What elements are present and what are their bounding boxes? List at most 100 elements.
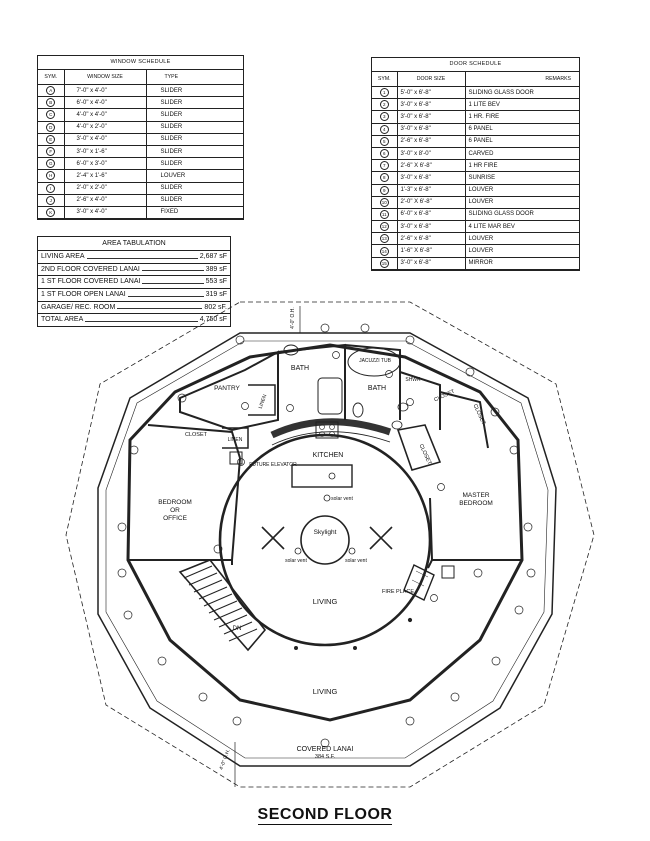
door-sym: 4 [379,124,389,134]
window-sym: E [46,134,56,144]
area-row: 2ND FLOOR COVERED LANAI 389 sF [38,264,230,277]
header-sym: SYM. [38,70,65,85]
label-covered-lanai-area: 384 S.F. [315,754,336,760]
door-sym: 5 [379,136,389,146]
window-type: SLIDER [146,182,243,195]
area-value: 553 sF [205,278,227,286]
window-size: 7'-0" x 4'-0" [64,84,147,98]
label-linen-upper: LINEN [258,393,269,409]
label-bedroom: BEDROOM [158,499,192,506]
door-remarks: 6 PANEL [465,123,579,136]
door-remarks: MIRROR [465,257,579,270]
bedroom-partition [231,457,241,565]
door-sym-cell: 10 [372,196,398,209]
area-value: 389 sF [205,265,227,273]
door-schedule-header: SYM. DOOR SIZE REMARKS [372,72,579,87]
door-remarks: LOUVER [465,244,579,258]
bathtub [317,377,343,415]
leader-line [86,251,198,259]
label-jacuzzi: JACUZZI TUB [359,358,392,364]
window-type: SLIDER [146,108,243,122]
door-sym: 10 [379,197,389,207]
window-type: SLIDER [146,194,243,207]
header-type: TYPE [146,70,243,85]
label-bath-left: BATH [291,365,309,372]
window-sym-cell: K [38,206,65,220]
label-linen-lower: LINEN [228,437,243,443]
roof-overhang-outline [65,301,595,788]
window-size: 3'-0" x 4'-0" [64,133,147,146]
window-sym: I [46,183,56,193]
area-label: LIVING AREA [41,253,85,260]
door-remarks: SUNRISE [465,171,579,185]
door-size: 1'-6" X 6'-8" [397,244,466,258]
door-size: 3'-0" x 6'-8" [397,110,466,124]
label-pantry: PANTRY [214,385,240,392]
door-sym-cell: 7 [372,159,398,173]
label-closet-right-b: CLOSET [472,403,487,426]
label-solar-vent-left: solar vent [285,558,307,564]
window-sym: H [46,171,56,181]
area-value: 319 sF [205,291,227,299]
door-remarks: 1 HR FIRE [465,159,579,173]
window-sym-cell: G [38,157,65,171]
window-size: 3'-0" x 1'-6" [64,145,147,159]
door-remarks: 4 LITE MAR BEV [465,220,579,234]
window-size: 2'-4" x 1'-6" [64,169,147,183]
window-sym-cell: B [38,96,65,110]
window-sym-cell: F [38,145,65,159]
label-dn: DN [233,626,242,632]
door-size: 2'-6" x 6'-8" [397,135,466,148]
area-value: 2,687 sF [199,253,227,260]
door-remarks: LOUVER [465,184,579,197]
door-sym-cell: 1 [372,86,398,100]
window-schedule-row: H 2'-4" x 1'-6"LOUVER [38,169,243,183]
living-core-wall [218,433,432,647]
area-value: 802 sF. [204,303,227,311]
area-value: 4,750 sF [199,316,227,324]
door-size: 3'-0" x 6'-8" [397,220,466,234]
window-sym-cell: A [38,84,65,98]
window-type: SLIDER [146,96,243,110]
window-type: SLIDER [146,121,243,134]
door-size: 3'-0" x 6'-8" [397,98,466,112]
kitchen-counter [270,418,392,439]
area-label: 2ND FLOOR COVERED LANAI [41,265,140,273]
area-row: GARAGE/ REC. ROOM 802 sF. [38,302,230,315]
label-master: MASTER [462,492,489,499]
area-row: LIVING AREA 2,687 sF [38,251,230,264]
window-sym-cell: J [38,194,65,207]
label-solar-vent-top: solar vent [331,496,353,502]
door-size: 3'-0" x 6'-8" [397,171,466,185]
staircase [178,559,267,652]
door-remarks: 1 HR. FIRE [465,110,579,124]
area-tabulation-title: AREA TABULATION [38,237,230,251]
area-label: GARAGE/ REC. ROOM [41,303,116,311]
window-size: 6'-0" x 3'-0" [64,157,147,171]
label-skylight: Skylight [314,529,337,536]
door-size: 2'-0" X 6'-8" [397,196,466,209]
window-sym: B [46,98,56,108]
door-sym: 2 [379,100,389,110]
door-sym-cell: 15 [372,257,398,270]
door-sym: 7 [379,161,389,171]
door-sym: 1 [379,88,389,98]
door-sym-cell: 14 [372,244,398,258]
door-sym-cell: 3 [372,110,398,124]
window-type: LOUVER [146,169,243,183]
label-closet-left: CLOSET [185,432,208,438]
door-sym: 11 [379,209,389,219]
